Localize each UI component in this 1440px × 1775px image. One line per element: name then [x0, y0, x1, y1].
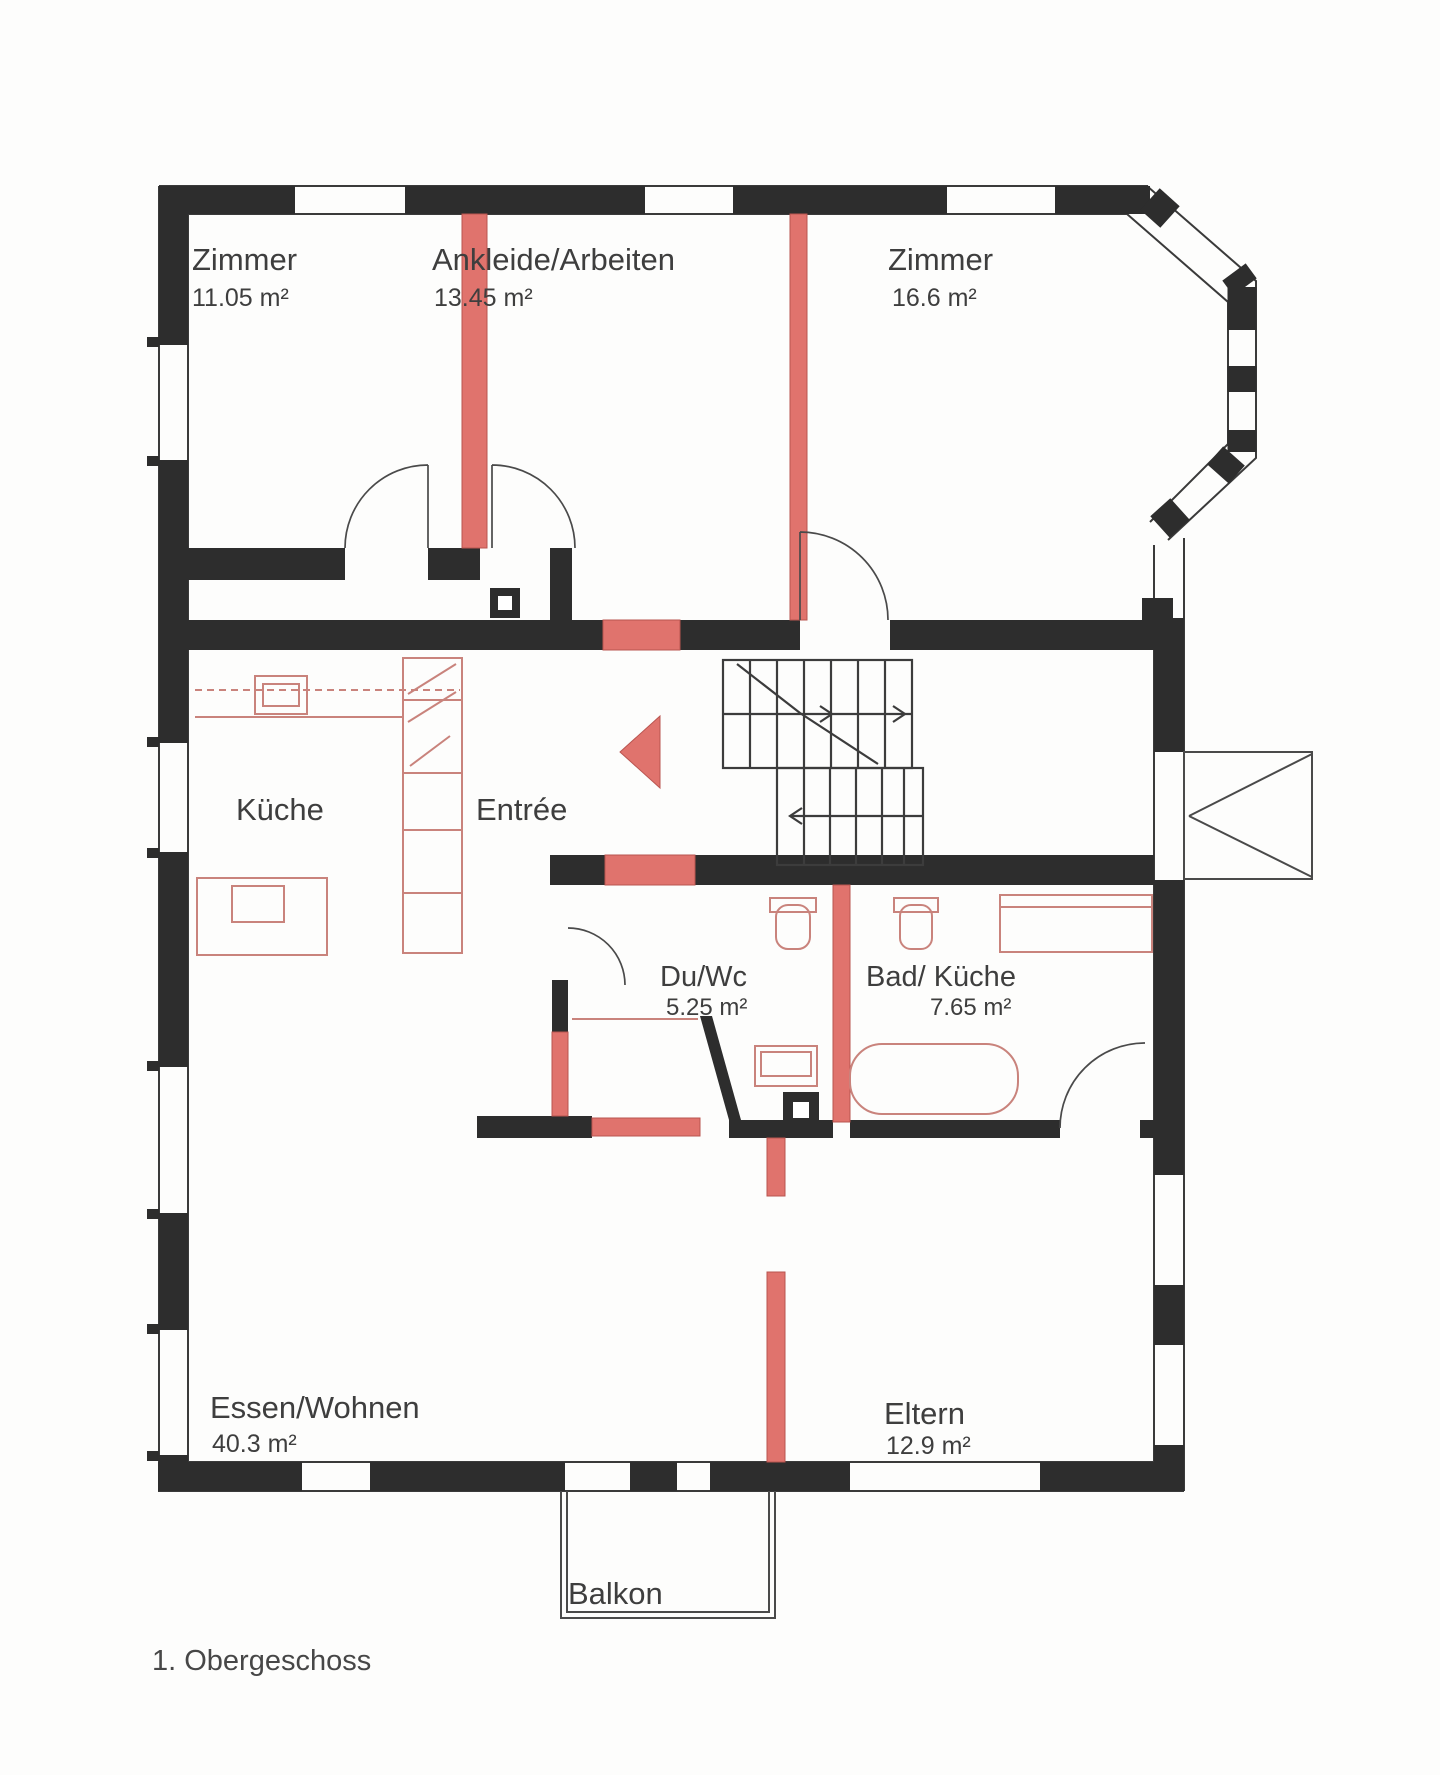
area-zimmer-right: 16.6 m²: [892, 284, 977, 312]
balcony-outline: [560, 1491, 776, 1619]
area-bad-kueche: 7.65 m²: [930, 994, 1011, 1021]
door-ankleide: [491, 464, 576, 549]
duwc-sink-cabinet: [754, 1045, 818, 1087]
exterior-wall-piers: [147, 186, 1184, 1491]
red-accent-walls: [461, 213, 851, 1463]
kitchen-fixtures: [195, 657, 463, 956]
door-zimmer-right: [799, 531, 889, 621]
label-essen-wohnen: Essen/Wohnen: [210, 1390, 420, 1425]
exterior-wall-lines: [158, 185, 1257, 1492]
kitchen-island: [196, 877, 328, 956]
door-bad-kueche: [1059, 1042, 1146, 1129]
doors: [344, 464, 1146, 1129]
label-zimmer-left: Zimmer: [192, 242, 297, 277]
entrance-canopy: [1183, 751, 1313, 880]
label-eltern: Eltern: [884, 1396, 965, 1431]
label-balkon: Balkon: [568, 1576, 663, 1611]
area-duwc: 5.25 m²: [666, 994, 747, 1021]
duwc-washbasin: [769, 897, 817, 913]
bathtub: [849, 1043, 1019, 1115]
area-ankleide: 13.45 m²: [434, 284, 533, 312]
label-ankleide: Ankleide/Arbeiten: [432, 242, 675, 277]
interior-walls: [162, 548, 1154, 1138]
label-kueche: Küche: [236, 792, 324, 827]
kitchen-sink: [254, 675, 308, 715]
entree-direction-marker: [619, 714, 661, 790]
floor-caption: 1. Obergeschoss: [152, 1645, 371, 1677]
kitchen-cabinet: [402, 657, 463, 954]
door-zimmer-left: [344, 464, 429, 549]
bay-window-piers: [1140, 188, 1257, 538]
bathroom-fixtures: [572, 894, 1153, 1115]
door-duwc: [567, 927, 626, 986]
label-duwc: Du/Wc: [660, 961, 747, 993]
label-bad-kueche: Bad/ Küche: [866, 961, 1016, 993]
room-labels: Zimmer 11.05 m² Ankleide/Arbeiten 13.45 …: [152, 242, 1016, 1677]
bad-counter: [999, 894, 1153, 953]
staircase: [721, 658, 925, 867]
area-zimmer-left: 11.05 m²: [192, 284, 289, 312]
area-eltern: 12.9 m²: [886, 1432, 971, 1460]
label-zimmer-right: Zimmer: [888, 242, 993, 277]
bad-toilet: [893, 897, 939, 913]
area-essen-wohnen: 40.3 m²: [212, 1430, 297, 1458]
label-entree: Entrée: [476, 792, 567, 827]
